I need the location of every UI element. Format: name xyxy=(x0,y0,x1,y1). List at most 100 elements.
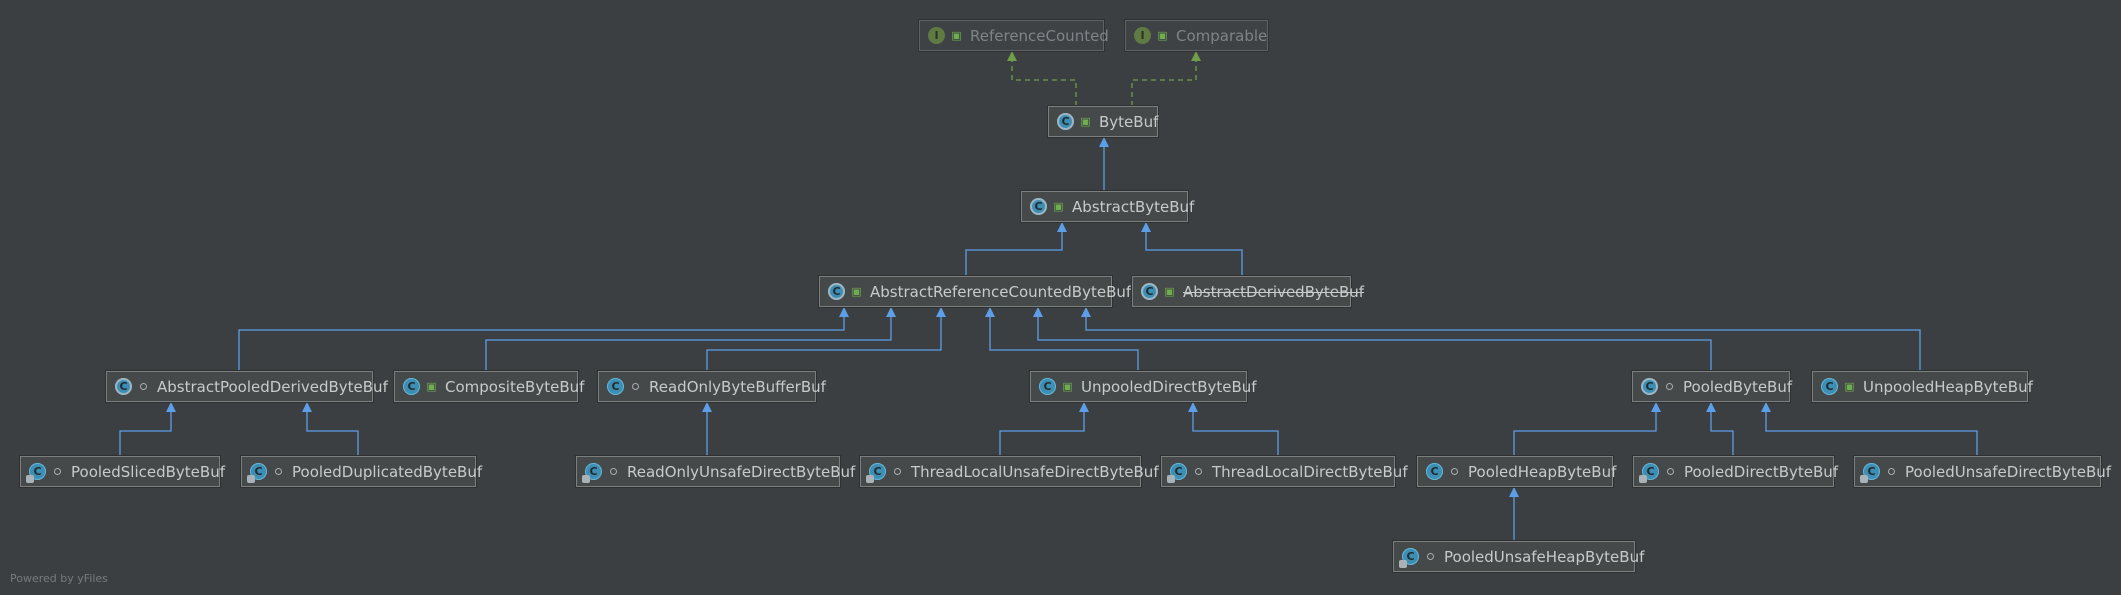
class-name-label: ByteBuf xyxy=(1099,112,1159,131)
class-node-AbstractDerivedByteBuf[interactable]: C ▣ AbstractDerivedByteBuf xyxy=(1132,276,1364,307)
edge-AbstractPooledDerivedByteBuf-to-AbstractReferenceCountedByteBuf xyxy=(238,307,849,371)
class-icon: C xyxy=(247,463,267,483)
class-name-label: PooledByteBuf xyxy=(1683,377,1793,396)
public-lock-icon: ▣ xyxy=(1053,200,1064,213)
edge-ThreadLocalDirectByteBuf-to-UnpooledDirectByteBuf xyxy=(1188,402,1279,456)
public-lock-icon: ▣ xyxy=(1164,285,1175,298)
class-icon: C xyxy=(115,378,132,395)
class-node-PooledHeapByteBuf[interactable]: C PooledHeapByteBuf xyxy=(1417,456,1617,487)
class-node-PooledDuplicatedByteBuf[interactable]: C PooledDuplicatedByteBuf xyxy=(241,456,482,487)
class-node-PooledSlicedByteBuf[interactable]: C PooledSlicedByteBuf xyxy=(20,456,225,487)
class-node-PooledByteBuf[interactable]: C PooledByteBuf xyxy=(1632,371,1793,402)
class-node-ThreadLocalUnsafeDirectByteBuf[interactable]: C ThreadLocalUnsafeDirectByteBuf xyxy=(860,456,1159,487)
edge-UnpooledDirectByteBuf-to-AbstractReferenceCountedByteBuf xyxy=(985,307,1139,371)
edge-PooledHeapByteBuf-to-PooledByteBuf xyxy=(1513,402,1661,456)
class-node-ReadOnlyByteBufferBuf[interactable]: C ReadOnlyByteBufferBuf xyxy=(598,371,826,402)
class-name-label: ReadOnlyByteBufferBuf xyxy=(649,377,826,396)
package-private-icon xyxy=(630,381,641,392)
class-name-label: PooledHeapByteBuf xyxy=(1468,462,1617,481)
class-name-label: ThreadLocalUnsafeDirectByteBuf xyxy=(911,462,1159,481)
class-node-AbstractReferenceCountedByteBuf[interactable]: C ▣ AbstractReferenceCountedByteBuf xyxy=(819,276,1131,307)
class-node-ReferenceCounted[interactable]: I▣ReferenceCounted xyxy=(919,20,1109,51)
edge-ByteBuf-to-Comparable xyxy=(1131,51,1201,106)
package-private-icon xyxy=(138,381,149,392)
class-name-label: UnpooledHeapByteBuf xyxy=(1863,377,2033,396)
package-private-icon xyxy=(1664,381,1675,392)
interface-icon: I xyxy=(928,27,945,44)
edge-CompositeByteBuf-to-AbstractReferenceCountedByteBuf xyxy=(485,307,896,371)
class-name-label: Comparable xyxy=(1176,26,1268,45)
class-icon: C xyxy=(1399,548,1419,568)
edge-PooledDuplicatedByteBuf-to-AbstractPooledDerivedByteBuf xyxy=(302,402,359,456)
class-icon: C xyxy=(607,378,624,395)
powered-by-footer: Powered by yFiles xyxy=(10,572,108,585)
class-node-ByteBuf[interactable]: C ▣ ByteBuf xyxy=(1048,106,1158,137)
class-node-CompositeByteBuf[interactable]: C ▣ CompositeByteBuf xyxy=(394,371,584,402)
class-name-label: CompositeByteBuf xyxy=(445,377,585,396)
class-icon: C xyxy=(866,463,886,483)
class-name-label: UnpooledDirectByteBuf xyxy=(1081,377,1257,396)
class-icon: C xyxy=(1641,378,1658,395)
public-lock-icon: ▣ xyxy=(1157,29,1168,42)
class-node-PooledUnsafeDirectByteBuf[interactable]: C PooledUnsafeDirectByteBuf xyxy=(1854,456,2111,487)
public-lock-icon: ▣ xyxy=(851,285,862,298)
class-name-label: ReferenceCounted xyxy=(970,26,1109,45)
package-private-icon xyxy=(1886,466,1897,477)
edge-UnpooledHeapByteBuf-to-AbstractReferenceCountedByteBuf xyxy=(1081,307,1921,371)
class-icon: C xyxy=(26,463,46,483)
class-icon: C xyxy=(403,378,420,395)
class-icon: C xyxy=(1426,463,1443,480)
class-name-label: PooledSlicedByteBuf xyxy=(71,462,225,481)
edge-ReadOnlyByteBufferBuf-to-AbstractReferenceCountedByteBuf xyxy=(706,307,946,371)
class-icon: C xyxy=(1167,463,1187,483)
public-lock-icon: ▣ xyxy=(1844,380,1855,393)
class-icon: C xyxy=(1821,378,1838,395)
package-private-icon xyxy=(1665,466,1676,477)
edge-AbstractDerivedByteBuf-to-AbstractByteBuf xyxy=(1141,222,1243,276)
edge-PooledUnsafeDirectByteBuf-to-PooledByteBuf xyxy=(1761,402,1978,456)
package-private-icon xyxy=(1193,466,1204,477)
package-private-icon xyxy=(1425,551,1436,562)
class-icon: C xyxy=(582,463,602,483)
public-lock-icon: ▣ xyxy=(426,380,437,393)
class-name-label: AbstractReferenceCountedByteBuf xyxy=(870,282,1132,301)
interface-icon: I xyxy=(1134,27,1151,44)
edge-PooledByteBuf-to-AbstractReferenceCountedByteBuf xyxy=(1033,307,1712,371)
package-private-icon xyxy=(1449,466,1460,477)
package-private-icon xyxy=(608,466,619,477)
class-node-Comparable[interactable]: I ▣ Comparable xyxy=(1125,20,1268,51)
public-lock-icon: ▣ xyxy=(1080,115,1091,128)
package-private-icon xyxy=(273,466,284,477)
class-name-label: PooledUnsafeDirectByteBuf xyxy=(1905,462,2112,481)
class-name-label: AbstractDerivedByteBuf xyxy=(1183,282,1365,301)
class-node-UnpooledHeapByteBuf[interactable]: C ▣ UnpooledHeapByteBuf xyxy=(1812,371,2033,402)
package-private-icon xyxy=(52,466,63,477)
edge-PooledDirectByteBuf-to-PooledByteBuf xyxy=(1706,402,1734,456)
class-name-label: ThreadLocalDirectByteBuf xyxy=(1212,462,1408,481)
edge-ByteBuf-to-ReferenceCounted xyxy=(1007,51,1077,106)
class-node-AbstractPooledDerivedByteBuf[interactable]: C AbstractPooledDerivedByteBuf xyxy=(106,371,388,402)
inheritance-edges xyxy=(119,51,1978,541)
package-private-icon xyxy=(892,466,903,477)
class-node-ReadOnlyUnsafeDirectByteBuf[interactable]: C ReadOnlyUnsafeDirectByteBuf xyxy=(576,456,855,487)
public-lock-icon: ▣ xyxy=(1062,380,1073,393)
class-name-label: AbstractByteBuf xyxy=(1072,197,1195,216)
class-name-label: PooledDirectByteBuf xyxy=(1684,462,1839,481)
class-icon: C xyxy=(1057,113,1074,130)
class-icon: C xyxy=(828,283,845,300)
edge-PooledSlicedByteBuf-to-AbstractPooledDerivedByteBuf xyxy=(119,402,176,456)
class-node-PooledUnsafeHeapByteBuf[interactable]: C PooledUnsafeHeapByteBuf xyxy=(1393,541,1644,572)
class-icon: C xyxy=(1860,463,1880,483)
class-name-label: PooledDuplicatedByteBuf xyxy=(292,462,483,481)
class-node-AbstractByteBuf[interactable]: C ▣ AbstractByteBuf xyxy=(1021,191,1194,222)
class-name-label: PooledUnsafeHeapByteBuf xyxy=(1444,547,1645,566)
class-node-UnpooledDirectByteBuf[interactable]: C ▣ UnpooledDirectByteBuf xyxy=(1030,371,1257,402)
edge-ThreadLocalUnsafeDirectByteBuf-to-UnpooledDirectByteBuf xyxy=(999,402,1089,456)
class-icon: C xyxy=(1030,198,1047,215)
class-icon: C xyxy=(1039,378,1056,395)
class-node-ThreadLocalDirectByteBuf[interactable]: C ThreadLocalDirectByteBuf xyxy=(1161,456,1408,487)
class-name-label: ReadOnlyUnsafeDirectByteBuf xyxy=(627,462,856,481)
class-icon: C xyxy=(1141,283,1158,300)
class-name-label: AbstractPooledDerivedByteBuf xyxy=(157,377,388,396)
